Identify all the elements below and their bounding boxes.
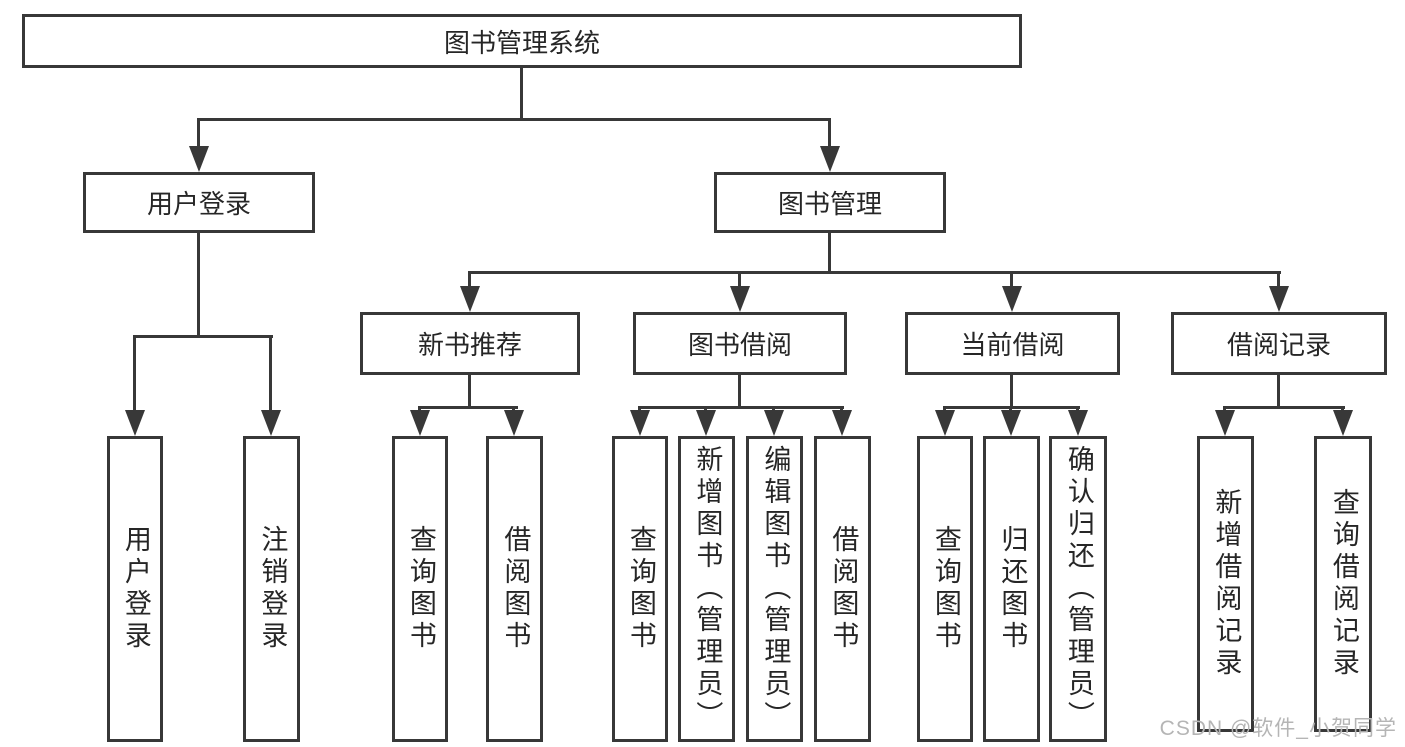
edge-book-borrow-branch (638, 406, 844, 409)
edge-borrow-record-stem2 (1277, 375, 1280, 406)
leaf-add-books-admin: 新增图书（管理员） (678, 436, 735, 742)
leaf-query-borrow-record: 查询借阅记录 (1314, 436, 1372, 732)
arrow-to-leaf-edit-books-icon (764, 410, 784, 436)
edge-root-to-user-login-stem (197, 118, 200, 150)
arrow-to-leaf-borrow-books-icon (832, 410, 852, 436)
arrow-to-current-borrow-icon (1002, 286, 1022, 312)
leaf-user-login: 用户登录 (107, 436, 163, 742)
leaf-add-borrow-record: 新增借阅记录 (1197, 436, 1254, 732)
node-book-borrow: 图书借阅 (633, 312, 847, 375)
node-book-borrow-label: 图书借阅 (687, 330, 792, 360)
edge-borrow-record-branch (1223, 406, 1345, 409)
node-current-borrow-label: 当前借阅 (960, 330, 1065, 360)
edge-new-book-recommend-branch (418, 406, 518, 409)
node-borrow-record: 借阅记录 (1171, 312, 1387, 375)
node-borrow-record-label: 借阅记录 (1226, 330, 1331, 360)
node-new-book-recommend: 新书推荐 (360, 312, 580, 375)
arrow-to-borrow-record-icon (1269, 286, 1289, 312)
edge-book-management-stem (828, 233, 831, 271)
node-book-management: 图书管理 (714, 172, 946, 233)
arrow-to-leaf-user-login-icon (125, 410, 145, 436)
leaf-borrow-books-recommend: 借阅图书 (486, 436, 543, 742)
edge-book-borrow-stem2 (738, 375, 741, 406)
node-root-label: 图书管理系统 (443, 27, 600, 58)
leaf-confirm-return-admin: 确认归还（管理员） (1049, 436, 1107, 742)
edge-to-new-book-recommend-stem (468, 271, 471, 291)
leaf-query-books-borrow: 查询图书 (612, 436, 668, 742)
arrow-to-book-borrow-icon (730, 286, 750, 312)
edge-current-borrow-stem2 (1010, 375, 1013, 406)
arrow-to-leaf-query-borrow-record-icon (1333, 410, 1353, 436)
leaf-return-books: 归还图书 (983, 436, 1040, 742)
node-user-login: 用户登录 (83, 172, 315, 233)
edge-book-management-branch (468, 271, 1281, 274)
arrow-to-leaf-add-books-icon (696, 410, 716, 436)
node-current-borrow: 当前借阅 (905, 312, 1120, 375)
arrow-to-leaf-borrow-books-recommend-icon (504, 410, 524, 436)
watermark: CSDN @软件_小贺同学 (1159, 717, 1397, 740)
arrow-to-leaf-query-books-current-icon (935, 410, 955, 436)
arrow-to-book-management-icon (820, 146, 840, 172)
node-user-login-label: 用户登录 (146, 189, 251, 219)
arrow-to-leaf-query-books-recommend-icon (410, 410, 430, 436)
node-root: 图书管理系统 (22, 14, 1022, 68)
arrow-to-leaf-return-books-icon (1001, 410, 1021, 436)
leaf-query-books-current: 查询图书 (917, 436, 973, 742)
arrow-to-leaf-logout-icon (261, 410, 281, 436)
edge-root-branch (197, 118, 831, 121)
edge-to-current-borrow-stem (1010, 271, 1013, 291)
arrow-to-user-login-icon (189, 146, 209, 172)
arrow-to-new-book-recommend-icon (460, 286, 480, 312)
edge-to-leaf-user-login-stem (133, 335, 136, 414)
leaf-query-books-recommend: 查询图书 (392, 436, 448, 742)
edge-root-to-book-management-stem (828, 118, 831, 150)
arrow-to-leaf-add-borrow-record-icon (1215, 410, 1235, 436)
edge-new-book-recommend-stem (468, 375, 471, 406)
edge-root-stem (520, 68, 523, 118)
arrow-to-leaf-confirm-return-icon (1068, 410, 1088, 436)
node-book-management-label: 图书管理 (777, 189, 882, 219)
edge-to-leaf-logout-stem (269, 335, 272, 414)
edge-user-login-branch (133, 335, 273, 338)
leaf-logout-login: 注销登录 (243, 436, 300, 742)
leaf-borrow-books: 借阅图书 (814, 436, 871, 742)
arrow-to-leaf-query-books-borrow-icon (630, 410, 650, 436)
edge-to-book-borrow-stem (738, 271, 741, 291)
edge-to-borrow-record-stem (1277, 271, 1280, 291)
leaf-edit-books-admin: 编辑图书（管理员） (746, 436, 803, 742)
node-new-book-recommend-label: 新书推荐 (417, 330, 522, 360)
edge-user-login-stem (197, 233, 200, 335)
